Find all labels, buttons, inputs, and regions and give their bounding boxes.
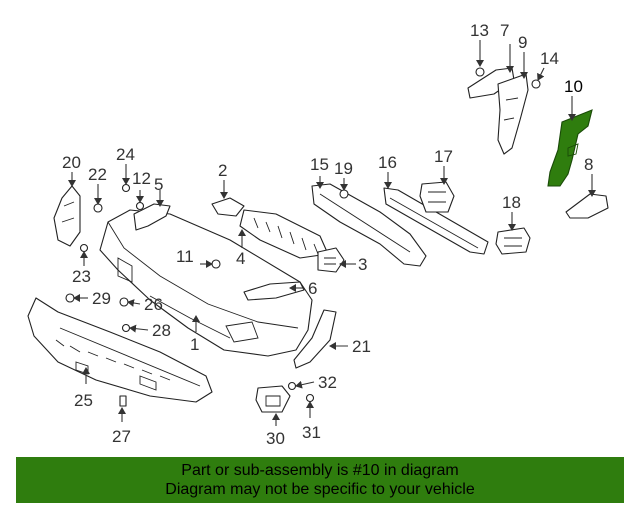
callout-30: 30 (266, 429, 285, 448)
callout-23: 23 (72, 267, 91, 286)
part-30-bracket (255, 385, 291, 413)
info-banner: Part or sub-assembly is #10 in diagram D… (16, 457, 624, 503)
banner-line-part-number: Part or sub-assembly is #10 in diagram (181, 462, 459, 479)
fasteners (65, 67, 541, 407)
callout-1: 1 (190, 335, 199, 354)
callout-25: 25 (74, 391, 93, 410)
part-18-bracket (495, 227, 531, 255)
part-20-side-bracket (53, 185, 81, 247)
callout-8: 8 (584, 155, 593, 174)
callout-16: 16 (378, 153, 397, 172)
part-5-bracket (133, 203, 171, 231)
callout-27: 27 (112, 427, 131, 446)
part-3-bracket (317, 247, 345, 273)
part-10-highlighted (547, 109, 593, 187)
callout-2: 2 (218, 161, 227, 180)
part-2-retainer (211, 197, 245, 217)
part-25-lower-valance (27, 297, 213, 403)
parts-diagram: 1 2 3 4 5 6 7 8 9 10 11 12 13 14 15 16 1… (27, 21, 609, 448)
callout-11: 11 (176, 247, 194, 266)
callout-28: 28 (152, 321, 171, 340)
part-1-bumper-cover (99, 209, 313, 357)
callout-14: 14 (540, 49, 559, 68)
callout-31: 31 (302, 423, 321, 442)
callout-labels: 1 2 3 4 5 6 7 8 9 10 11 12 13 14 15 16 1… (62, 21, 593, 448)
callout-13: 13 (470, 21, 489, 40)
callout-12: 12 (132, 169, 151, 188)
callout-24: 24 (116, 145, 135, 164)
callout-6: 6 (308, 279, 317, 298)
callout-18: 18 (502, 193, 521, 212)
part-21-trim-strip (293, 309, 337, 369)
part-17-bracket (419, 181, 455, 213)
callout-10: 10 (564, 77, 583, 96)
part-4-energy-absorber (239, 209, 329, 259)
callout-4: 4 (236, 249, 245, 268)
callout-17: 17 (434, 147, 453, 166)
callout-29: 29 (92, 289, 111, 308)
leader-lines (68, 40, 596, 426)
callout-21: 21 (352, 337, 371, 356)
callout-26: 26 (144, 295, 163, 314)
part-15-reinforcement (311, 183, 427, 267)
part-8-bracket (565, 193, 609, 219)
callout-20: 20 (62, 153, 81, 172)
callout-7: 7 (500, 21, 509, 40)
callout-3: 3 (358, 255, 367, 274)
callout-15: 15 (310, 155, 329, 174)
callout-22: 22 (88, 165, 107, 184)
part-16-impact-bar (383, 187, 489, 255)
callout-5: 5 (154, 175, 163, 194)
callout-19: 19 (334, 159, 353, 178)
callout-32: 32 (318, 373, 337, 392)
part-7-9-upper-bracket (467, 67, 529, 155)
callout-9: 9 (518, 33, 527, 52)
banner-line-disclaimer: Diagram may not be specific to your vehi… (165, 481, 475, 498)
